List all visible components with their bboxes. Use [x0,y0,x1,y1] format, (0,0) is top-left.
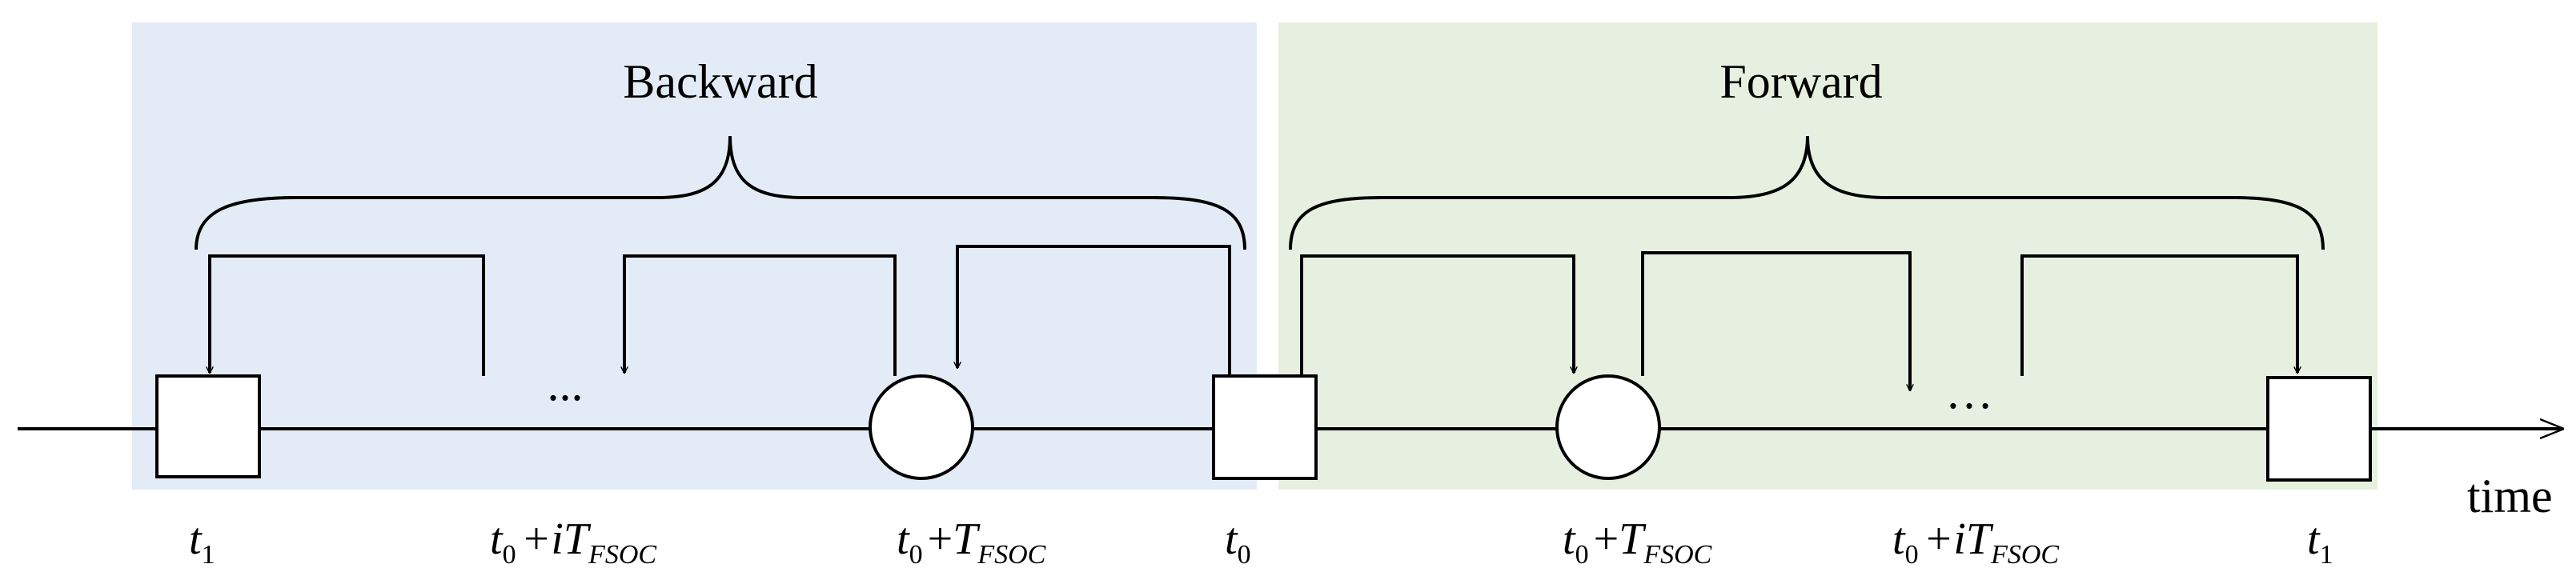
label-t0-plus-T-right: t0+TFSOC [1563,514,1712,570]
label-t0-plus-T-left: t0+TFSOC [897,514,1046,570]
forward-brace [1289,135,2325,250]
connector-f1 [1300,254,1574,376]
ellipsis-forward: … [1945,366,1993,418]
connector-f2 [1641,251,1910,390]
label-t1-left: t1 [189,514,215,570]
label-t0-plus-iT-left: t0+iTFSOC [490,514,656,570]
node-square-t1-right [2266,376,2372,482]
backward-title: Backward [623,55,817,108]
node-circle-forward [1555,374,1661,480]
connector-f3 [2020,254,2297,376]
node-square-t0 [1212,374,1318,480]
connector-b1 [210,254,485,376]
connector-b3 [957,245,1231,376]
backward-brace [195,135,1246,250]
label-t0: t0 [1225,514,1251,570]
ellipsis-backward: ... [548,358,584,410]
node-circle-backward [869,374,974,480]
time-axis-label: time [2467,470,2553,522]
label-t0-plus-iT-right: t0+iTFSOC [1892,514,2059,570]
label-t1-right: t1 [2307,514,2333,570]
forward-title: Forward [1719,55,1882,108]
node-square-t1-left [155,374,261,478]
connector-b2 [624,254,897,376]
